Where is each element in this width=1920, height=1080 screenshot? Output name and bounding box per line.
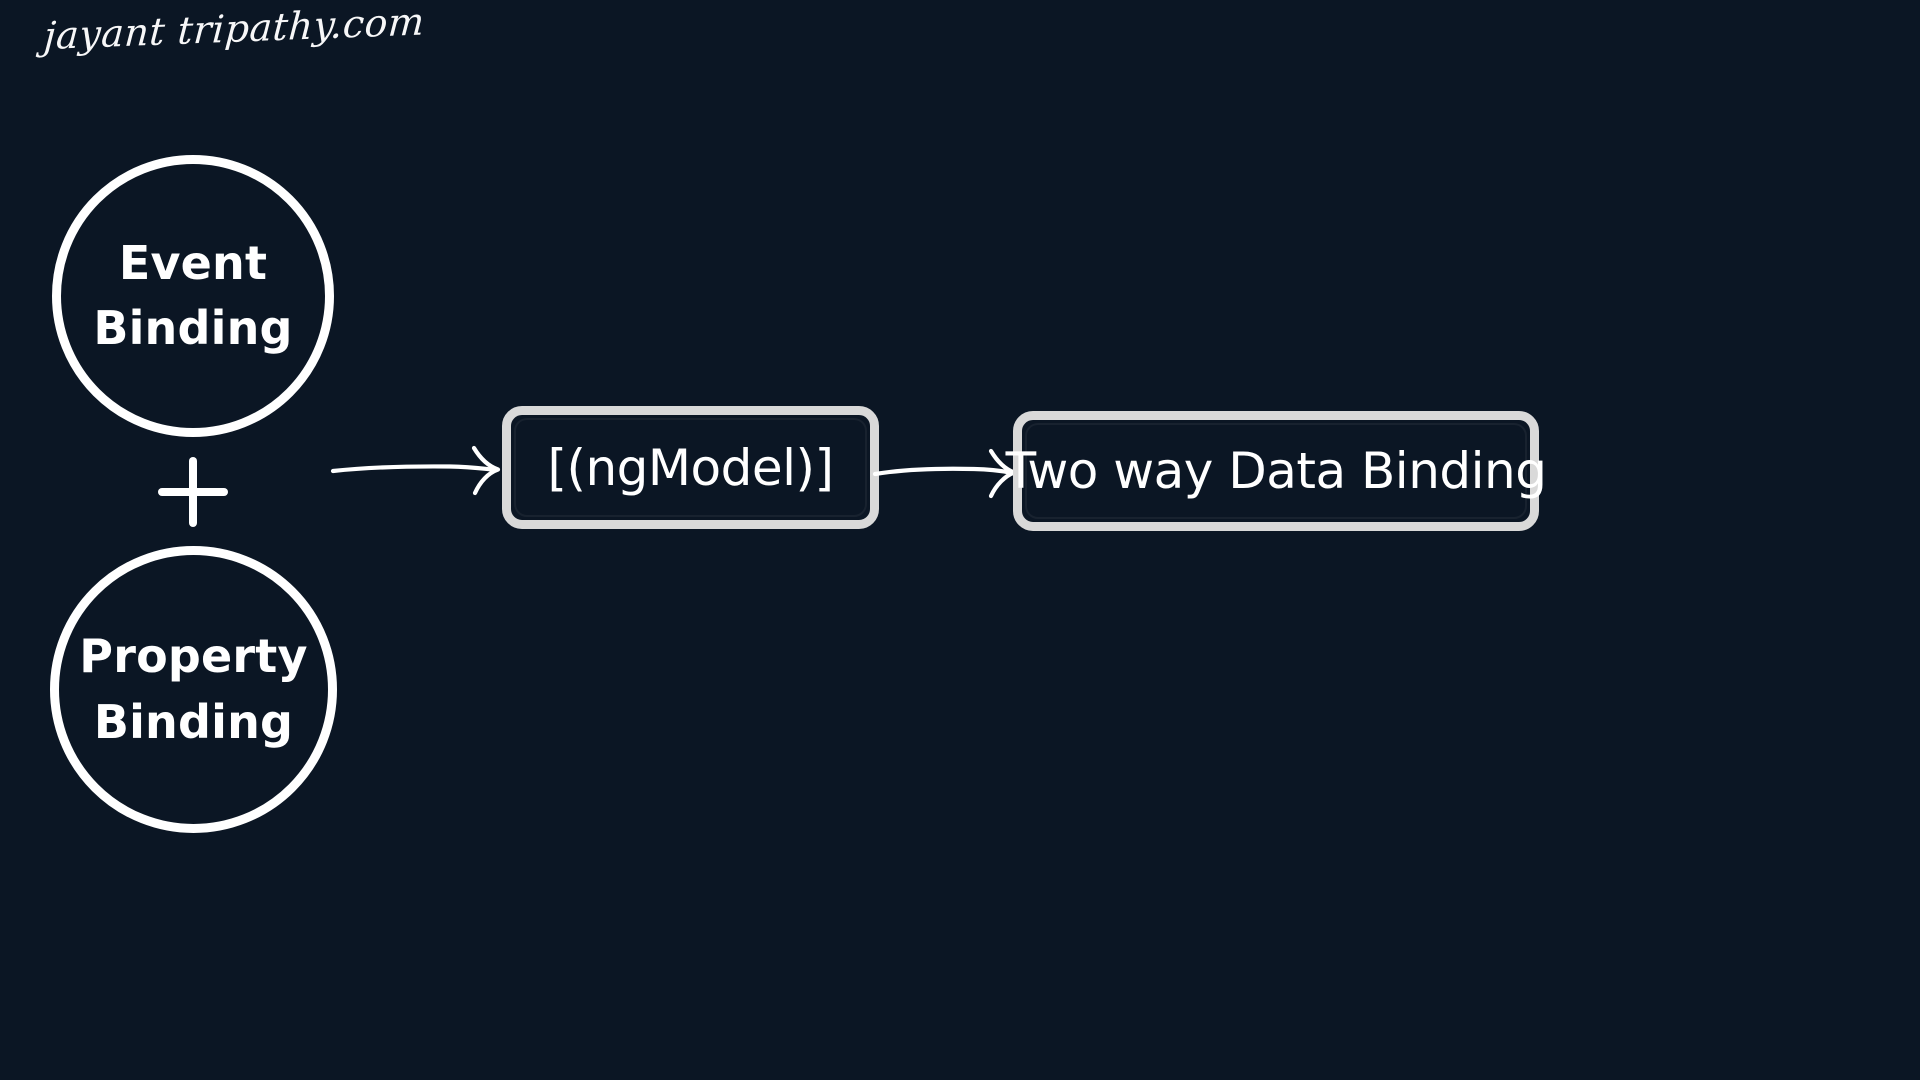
node-two-way-data-binding-label: Two way Data Binding	[1005, 442, 1547, 500]
plus-icon-vertical-bar	[189, 457, 197, 527]
node-event-binding-label: Event Binding	[93, 235, 293, 355]
arrow-right-icon-one	[330, 445, 501, 496]
node-two-way-data-binding[interactable]: Two way Data Binding	[1006, 411, 1547, 531]
node-property-binding-label: Property Binding	[79, 629, 308, 749]
arrow-right-icon-two	[872, 448, 1017, 499]
node-ngmodel[interactable]: [(ngModel)]	[502, 406, 879, 529]
node-ngmodel-label: [(ngModel)]	[547, 438, 834, 497]
node-event-binding[interactable]: Event Binding	[52, 155, 334, 437]
watermark-text: jayant tripathy.com	[42, 0, 427, 59]
plus-icon	[158, 457, 228, 527]
node-property-binding[interactable]: Property Binding	[50, 546, 337, 833]
